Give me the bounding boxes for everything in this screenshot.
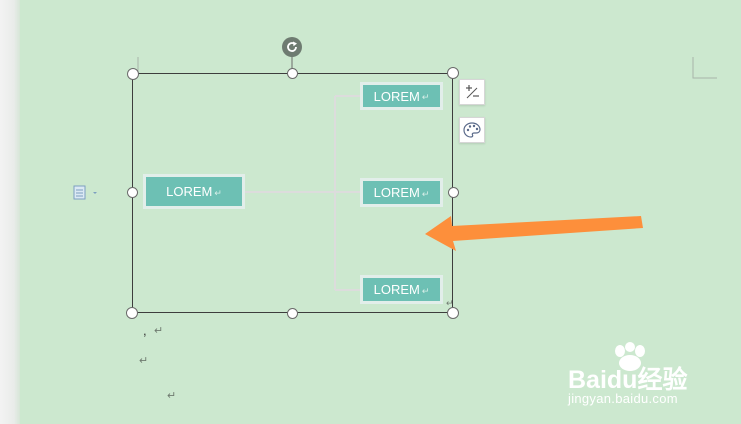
paragraph-mark: ↵ [421, 188, 430, 199]
document-icon [73, 185, 97, 200]
rotate-handle[interactable] [282, 37, 302, 57]
resize-handle-bottom-left[interactable] [126, 307, 138, 319]
org-chart-child-box-2[interactable]: LOREM ↵ [360, 178, 443, 207]
resize-handle-bottom-right[interactable] [447, 307, 459, 319]
resize-handle-top-left[interactable] [127, 68, 139, 80]
org-chart-child-label: LOREM [373, 88, 420, 104]
paragraph-mark: ↵ [167, 390, 177, 402]
add-remove-icon [466, 85, 479, 99]
org-chart-child-box-1[interactable]: LOREM ↵ [360, 82, 443, 110]
paragraph-mark: ↵ [421, 285, 430, 296]
paragraph-mark: ↵ [139, 355, 149, 367]
resize-handle-top-middle[interactable] [287, 68, 298, 79]
paragraph-mark: ↵ [214, 187, 222, 198]
paragraph-mark: ↵ [154, 325, 164, 337]
resize-handle-bottom-middle[interactable] [287, 308, 298, 319]
paragraph-mark: ↵ [446, 298, 454, 308]
add-remove-shape-button[interactable] [459, 79, 485, 105]
layout-options-button[interactable] [72, 184, 100, 202]
resize-handle-top-right[interactable] [447, 67, 459, 79]
change-style-button[interactable] [459, 117, 485, 143]
watermark-brand: Baidu经验 [568, 366, 688, 394]
rotate-handle-stem [291, 55, 293, 69]
org-chart-child-box-3[interactable]: LOREM ↵ [360, 275, 443, 304]
baidu-paw-logo [615, 342, 645, 371]
org-chart-child-label: LOREM [373, 282, 420, 297]
watermark-url: jingyan.baidu.com [568, 391, 678, 406]
org-chart-root-label: LOREM [166, 184, 213, 199]
resize-handle-middle-right[interactable] [448, 187, 459, 198]
comma-text: , [143, 323, 147, 338]
org-chart-child-label: LOREM [373, 185, 420, 200]
rotate-icon [287, 41, 297, 52]
page-gutter [0, 0, 20, 424]
resize-handle-middle-left[interactable] [127, 187, 138, 198]
org-chart-root-box[interactable]: LOREM ↵ [143, 174, 245, 209]
palette-icon [463, 122, 481, 138]
page-corner-mark-right [692, 57, 717, 79]
paragraph-mark: ↵ [421, 92, 430, 102]
